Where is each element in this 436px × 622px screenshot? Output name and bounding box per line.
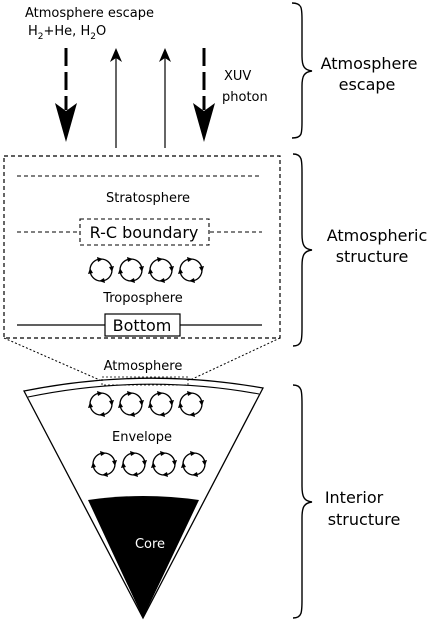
xuv-arrow-right <box>193 48 215 142</box>
convection-swirl-icon <box>87 256 115 284</box>
interior-brace-label-1: Interior <box>325 488 384 507</box>
core-label: Core <box>135 537 165 552</box>
structure-brace <box>292 153 313 347</box>
troposphere-convection-cells <box>87 256 205 284</box>
core-region <box>88 496 199 618</box>
rc-boundary-box <box>79 218 210 246</box>
envelope-label: Envelope <box>112 430 172 445</box>
interior-brace <box>292 384 313 619</box>
escape-arrow-right <box>159 48 171 148</box>
atmosphere-label: Atmosphere <box>104 359 183 374</box>
structure-brace-label-2: structure <box>336 247 409 266</box>
rc-boundary-label: R-C boundary <box>90 223 199 242</box>
photon-label: photon <box>222 90 268 105</box>
escape-brace-label-1: Atmosphere <box>321 54 418 73</box>
escape-arrow-left <box>110 48 122 148</box>
planet-wedge <box>23 377 264 620</box>
bottom-label: Bottom <box>113 316 172 335</box>
xuv-label: XUV <box>224 69 251 84</box>
structure-brace-label-1: Atmospheric <box>327 226 428 245</box>
zoom-region-marker <box>101 376 189 386</box>
bottom-box <box>104 313 181 337</box>
stratosphere-label: Stratosphere <box>106 191 190 206</box>
escape-brace <box>291 2 313 139</box>
troposphere-label: Troposphere <box>102 291 183 306</box>
convection-swirl-icon <box>147 256 175 284</box>
convection-swirl-icon <box>177 256 205 284</box>
atmosphere-zoom-box <box>3 155 281 339</box>
zoom-connector-left <box>3 337 103 382</box>
convection-swirl-icon <box>117 256 145 284</box>
interior-brace-label-2: structure <box>328 510 401 529</box>
escape-brace-label-2: escape <box>339 75 396 94</box>
zoom-connector-right <box>187 337 281 382</box>
escape-title: Atmosphere escape <box>25 6 154 21</box>
escape-species: H2+He, H2O <box>28 24 106 42</box>
xuv-arrow-left <box>55 48 77 142</box>
